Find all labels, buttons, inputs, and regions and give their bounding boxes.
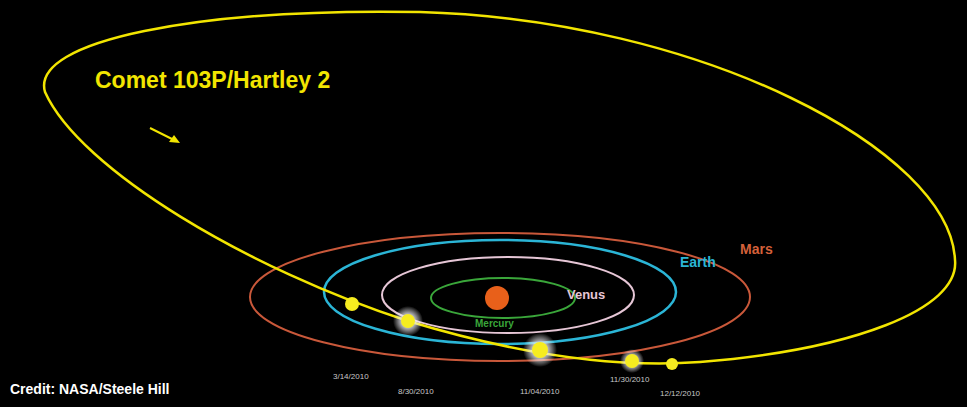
comet-glow — [393, 306, 423, 336]
comet-glow — [523, 333, 557, 367]
comet-position — [625, 354, 639, 368]
comet-orbit — [44, 12, 955, 364]
arrow-head — [169, 135, 180, 143]
credit-note: Credit: NASA/Steele Hill — [10, 382, 169, 397]
date-label: 11/04/2010 — [520, 388, 559, 397]
comet-title: Comet 103P/Hartley 2 — [95, 68, 330, 93]
date-label: 8/30/2010 — [398, 388, 434, 397]
comet-position — [532, 342, 548, 358]
mercury-orbit — [431, 278, 575, 318]
date-label: 12/12/2010 — [660, 390, 700, 399]
date-label: 3/14/2010 — [333, 373, 369, 382]
earth-orbit — [324, 240, 676, 344]
comet-position — [666, 358, 678, 370]
planet-label: Mercury — [475, 318, 514, 329]
date-label: 11/30/2010 — [610, 376, 649, 385]
planet-label: Earth — [680, 255, 716, 270]
direction-arrow — [150, 128, 174, 140]
comet-position — [401, 314, 415, 328]
mars-orbit — [250, 233, 750, 361]
sun — [485, 286, 509, 310]
planet-label: Mars — [740, 242, 773, 257]
comet-glow — [620, 349, 644, 373]
comet-position — [345, 297, 359, 311]
planet-label: Venus — [567, 288, 605, 302]
